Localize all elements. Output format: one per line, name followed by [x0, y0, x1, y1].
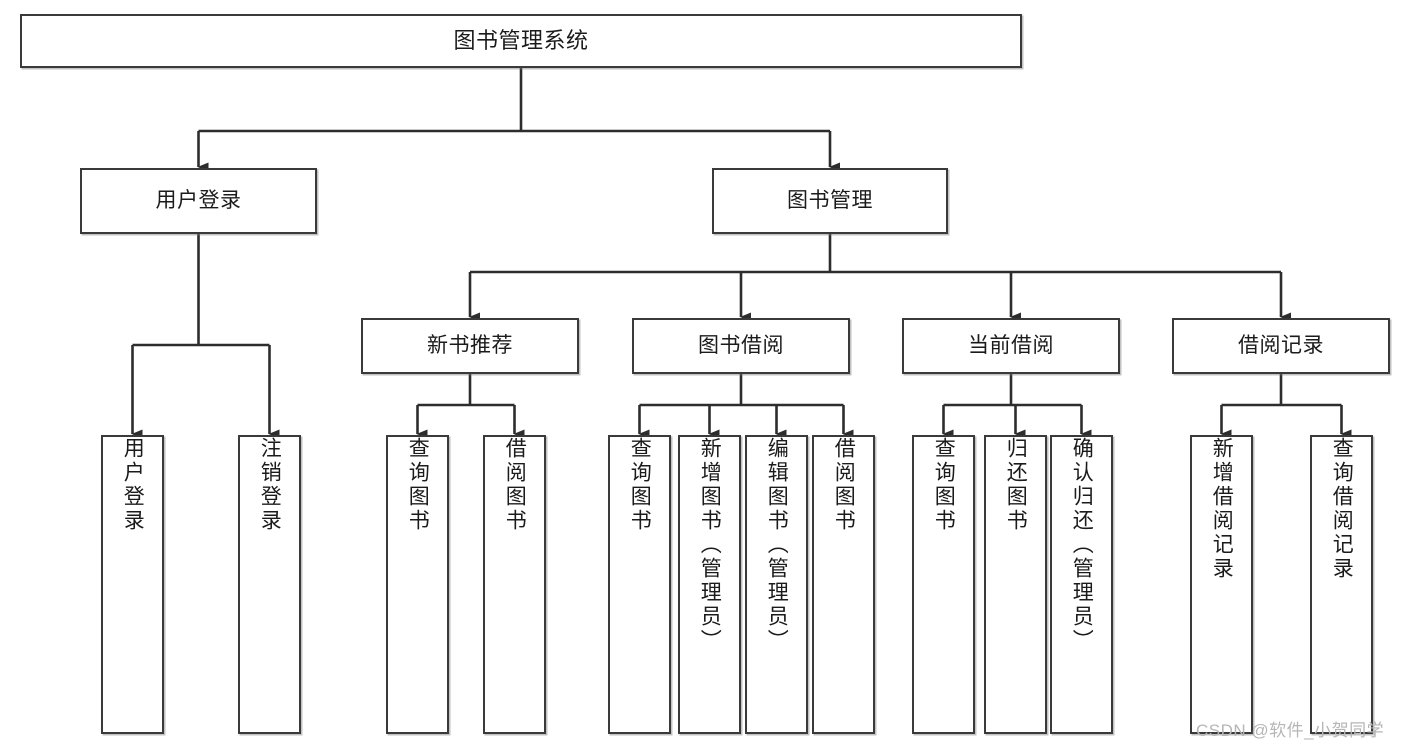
node-label-leaf-confirm-return: 确认归还（管理员）: [1070, 437, 1094, 653]
node-leaf-query-book-cur[interactable]: 查询图书: [912, 435, 975, 734]
csdn-watermark: CSDN @软件_小贺同学: [1196, 721, 1385, 740]
node-book-borrow[interactable]: 图书借阅: [632, 318, 850, 374]
node-label-current-borrow: 当前借阅: [968, 334, 1054, 358]
node-leaf-confirm-return[interactable]: 确认归还（管理员）: [1050, 435, 1113, 734]
node-new-book-rec[interactable]: 新书推荐: [361, 318, 579, 374]
node-label-leaf-query-record: 查询借阅记录: [1330, 437, 1354, 581]
node-user-login[interactable]: 用户登录: [80, 168, 317, 234]
node-label-leaf-return-book: 归还图书: [1004, 437, 1028, 533]
node-label-leaf-query-book-rec: 查询图书: [406, 437, 430, 533]
node-root[interactable]: 图书管理系统: [20, 14, 1022, 68]
node-leaf-query-book-borrow[interactable]: 查询图书: [608, 435, 671, 734]
node-label-leaf-user-login: 用户登录: [121, 437, 145, 533]
node-leaf-return-book[interactable]: 归还图书: [984, 435, 1047, 734]
node-book-manage[interactable]: 图书管理: [712, 168, 948, 234]
node-leaf-query-book-rec[interactable]: 查询图书: [386, 435, 449, 734]
node-borrow-record[interactable]: 借阅记录: [1172, 318, 1390, 374]
node-leaf-add-book[interactable]: 新增图书（管理员）: [678, 435, 741, 734]
node-label-leaf-query-book-cur: 查询图书: [932, 437, 956, 533]
node-label-leaf-borrow-book: 借阅图书: [832, 437, 856, 533]
node-label-borrow-record: 借阅记录: [1238, 334, 1324, 358]
node-label-book-borrow: 图书借阅: [698, 334, 784, 358]
node-leaf-borrow-book[interactable]: 借阅图书: [812, 435, 875, 734]
node-label-root: 图书管理系统: [453, 27, 589, 53]
node-label-user-login: 用户登录: [155, 189, 242, 213]
node-label-leaf-add-record: 新增借阅记录: [1210, 437, 1234, 581]
node-leaf-add-record[interactable]: 新增借阅记录: [1190, 435, 1253, 734]
node-label-new-book-rec: 新书推荐: [427, 334, 513, 358]
node-label-leaf-edit-book: 编辑图书（管理员）: [765, 437, 789, 653]
node-leaf-edit-book[interactable]: 编辑图书（管理员）: [745, 435, 808, 734]
node-label-book-manage: 图书管理: [787, 189, 873, 213]
node-label-leaf-query-book-borrow: 查询图书: [628, 437, 652, 533]
node-current-borrow[interactable]: 当前借阅: [902, 318, 1120, 374]
node-label-leaf-borrow-book-rec: 借阅图书: [503, 437, 527, 533]
node-leaf-user-logout[interactable]: 注销登录: [238, 435, 301, 734]
node-label-leaf-user-logout: 注销登录: [258, 437, 282, 533]
node-leaf-borrow-book-rec[interactable]: 借阅图书: [483, 435, 546, 734]
node-label-leaf-add-book: 新增图书（管理员）: [698, 437, 722, 653]
node-leaf-user-login[interactable]: 用户登录: [101, 435, 164, 734]
node-leaf-query-record[interactable]: 查询借阅记录: [1310, 435, 1373, 734]
